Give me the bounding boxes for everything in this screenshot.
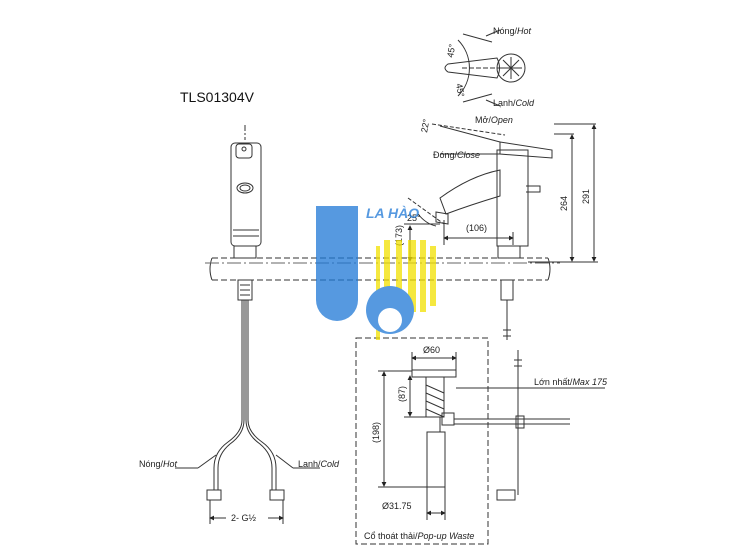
dim-173: (173) (394, 225, 404, 246)
handle-hot-label: Nóng/Hot (493, 26, 532, 36)
dim-198: (198) (371, 422, 381, 443)
handle-cold-label: Lạnh/Cold (493, 98, 535, 108)
handle-angle-bottom: 45° (454, 83, 466, 99)
model-title: TLS01304V (180, 89, 255, 105)
front-hot-label: Nóng/Hot (139, 459, 178, 469)
dim-87: (87) (397, 386, 407, 402)
max-175-label: Lớn nhất/Max 175 (534, 377, 608, 387)
angle-spout-label: 25° (407, 213, 421, 223)
dia-3175-label: Ø31.75 (382, 501, 412, 511)
countertop (205, 257, 560, 281)
dia-60-label: Ø60 (423, 345, 440, 355)
dim-291: 291 (581, 189, 591, 204)
thread-label: 2- G½ (231, 513, 257, 523)
handle-angle-top: 45° (445, 43, 457, 59)
open-label: Mở/Open (475, 115, 513, 125)
faucet-front-view (175, 125, 320, 524)
popup-waste-caption: Cổ thoát thải/Pop-up Waste (364, 531, 474, 541)
dim-264: 264 (559, 196, 569, 211)
watermark-text: LA HÀO (366, 205, 419, 221)
dim-106: (106) (466, 223, 487, 233)
close-label: Đóng/Close (433, 150, 480, 160)
handle-top-view (444, 29, 526, 107)
angle-open-label: 22° (419, 118, 431, 134)
faucet-side-view (404, 123, 598, 340)
popup-waste-drawing (355, 337, 605, 545)
front-cold-label: Lạnh/Cold (298, 459, 340, 469)
watermark-logo: LA HÀO (316, 205, 436, 340)
